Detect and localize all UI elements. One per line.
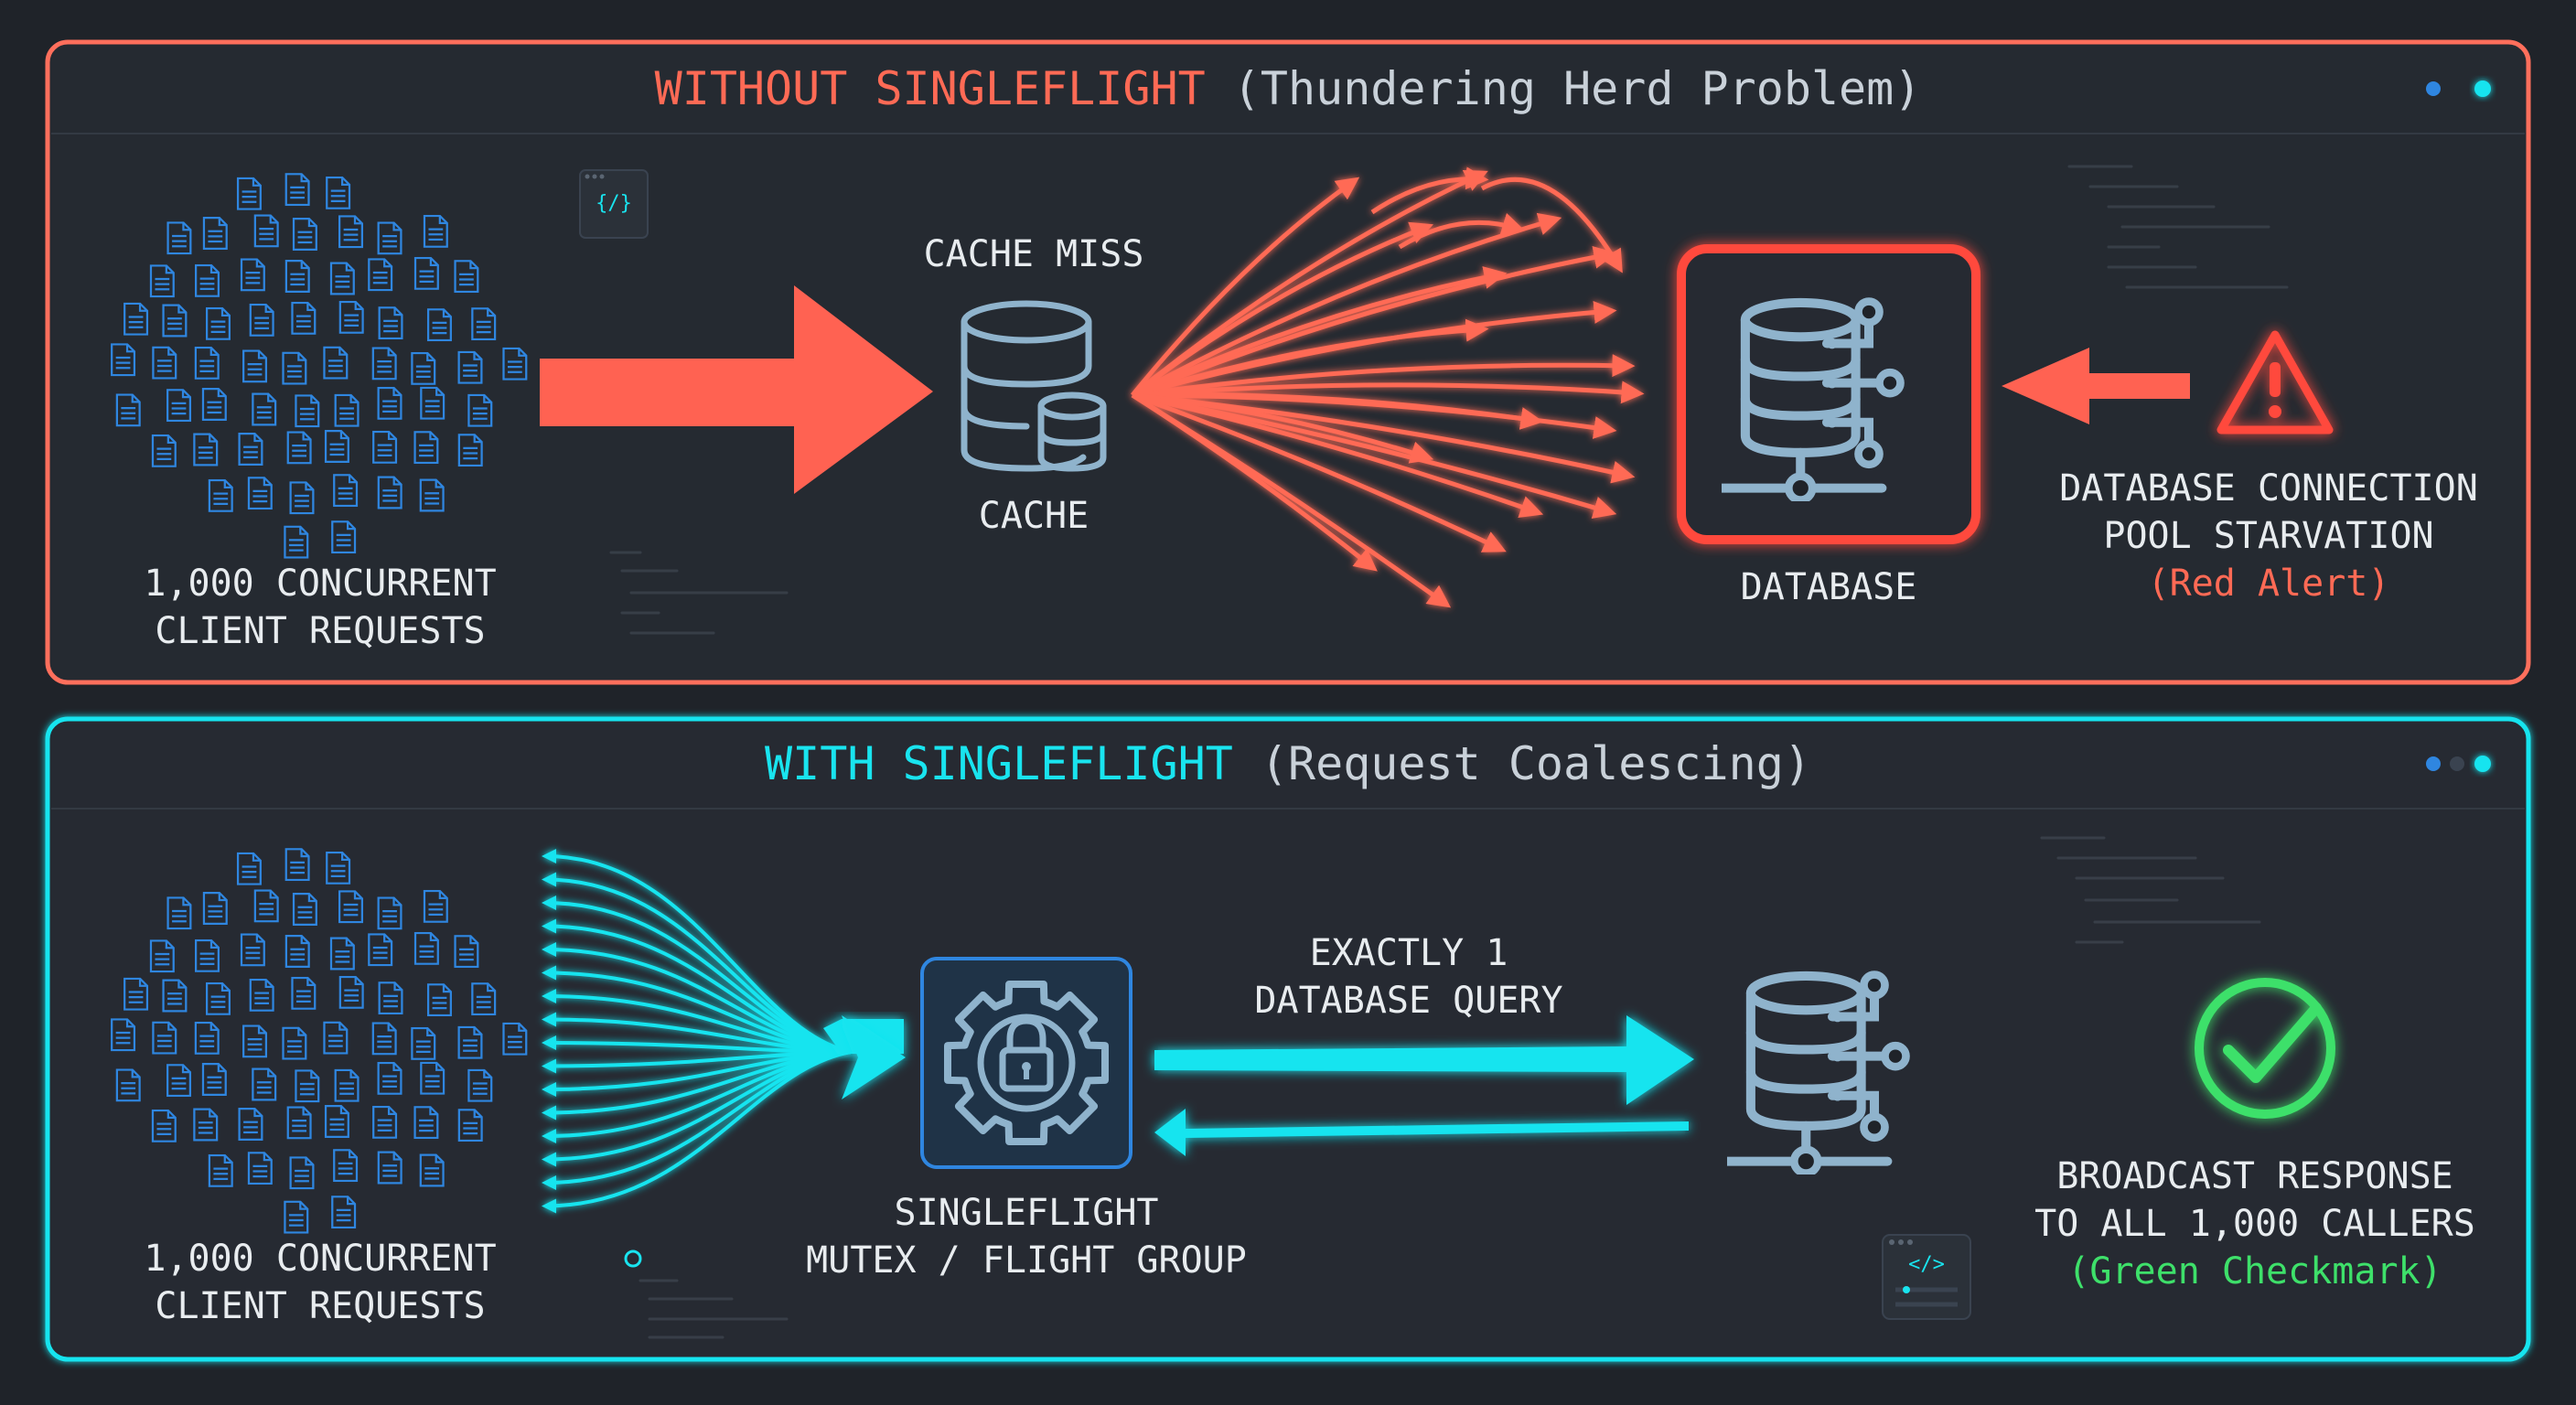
coalesced-request-arrows xyxy=(542,849,852,1214)
warning-icon xyxy=(2216,330,2334,434)
client-request-line xyxy=(544,994,852,1054)
code-icon-text: {/} xyxy=(596,192,632,215)
query-arrow xyxy=(1480,177,1623,273)
client-request-tail xyxy=(542,1152,556,1167)
client-request-tail xyxy=(542,1082,556,1097)
title-rest: (Thundering Herd Problem) xyxy=(1205,62,1922,115)
query-arrow xyxy=(1131,212,1562,398)
client-request-tail xyxy=(542,965,556,981)
client-request-tail xyxy=(542,1035,556,1050)
client-request-tail xyxy=(542,989,556,1003)
window-dot-icon xyxy=(2474,80,2491,97)
client-request-line xyxy=(544,1050,852,1068)
query-arrow xyxy=(1132,391,1544,430)
title-rest: (Request Coalescing) xyxy=(1232,737,1811,790)
request-flow-arrow xyxy=(540,285,933,494)
query-arrow xyxy=(1398,212,1526,250)
window-dot-icon xyxy=(2426,756,2441,771)
window-dot-icon xyxy=(2474,756,2491,772)
window-dot-icon xyxy=(2426,81,2441,96)
top-panel-title: WITHOUT SINGLEFLIGHT (Thundering Herd Pr… xyxy=(0,62,2576,115)
client-request-tail xyxy=(542,1198,556,1214)
client-request-line xyxy=(544,1050,852,1091)
client-request-tail xyxy=(542,918,556,934)
cache-icon xyxy=(961,300,1107,472)
cache-miss-query-arrows xyxy=(1131,166,1645,608)
query-arrow xyxy=(1132,392,1617,519)
title-highlight: WITH SINGLEFLIGHT xyxy=(765,737,1233,790)
code-icon-text: </> xyxy=(1908,1253,1945,1276)
cache-miss-label: CACHE MISS xyxy=(923,233,1144,275)
database-icon xyxy=(1677,244,1980,544)
client-request-tail xyxy=(542,849,556,863)
database-label: DATABASE xyxy=(1740,566,1917,608)
query-arrow xyxy=(1132,318,1489,398)
client-request-line xyxy=(544,971,852,1054)
client-request-tail xyxy=(542,872,556,887)
checkmark-icon xyxy=(2195,978,2335,1119)
title-highlight: WITHOUT SINGLEFLIGHT xyxy=(654,62,1206,115)
window-dot-icon xyxy=(2450,756,2464,771)
bottom-panel-title: WITH SINGLEFLIGHT (Request Coalescing) xyxy=(0,737,2576,790)
query-arrow xyxy=(1132,245,1617,398)
cache-label: CACHE xyxy=(978,495,1089,537)
client-request-line xyxy=(544,1017,852,1054)
client-request-tail xyxy=(542,1175,556,1190)
alert-arrow xyxy=(2002,348,2190,424)
bottom-panel xyxy=(45,716,2531,1362)
code-snippet xyxy=(609,165,2289,1339)
client-request-tail xyxy=(542,942,556,957)
query-arrow xyxy=(1132,392,1434,464)
client-request-tail xyxy=(542,1129,556,1143)
query-arrow xyxy=(1132,392,1507,552)
single-query-arrow xyxy=(1154,1015,1694,1105)
query-arrow xyxy=(1370,166,1489,215)
client-request-line xyxy=(544,901,852,1054)
query-arrow xyxy=(1131,392,1452,608)
query-arrow xyxy=(1131,177,1360,397)
gear-lock-icon xyxy=(920,957,1132,1169)
gear-outline xyxy=(944,981,1109,1145)
client-request-line xyxy=(544,1041,852,1054)
query-arrow xyxy=(1131,221,1433,397)
coalesced-request-arrowhead xyxy=(842,1015,906,1099)
code-icon xyxy=(579,169,649,239)
query-arrow xyxy=(1132,381,1645,404)
client-request-line xyxy=(544,924,852,1054)
response-arrow xyxy=(1154,1109,1689,1156)
query-arrow xyxy=(1132,354,1636,398)
query-arrow xyxy=(1131,266,1508,398)
client-request-tail xyxy=(542,1012,556,1027)
client-request-line xyxy=(544,948,852,1054)
client-request-line xyxy=(544,1050,852,1208)
client-request-tail xyxy=(542,1058,556,1074)
client-request-tail xyxy=(542,1105,556,1121)
check-dot-icon xyxy=(624,1249,642,1268)
code-icon xyxy=(1882,1234,1971,1320)
client-request-tail xyxy=(542,896,556,910)
